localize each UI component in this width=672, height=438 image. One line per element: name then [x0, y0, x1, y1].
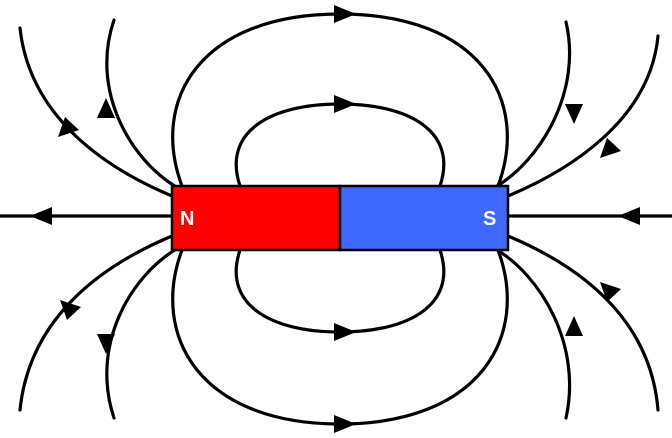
arrow-north-upper-inner	[97, 98, 115, 118]
inner-loop-bottom	[234, 248, 446, 334]
arrow-south-lower-outer	[600, 282, 621, 302]
arrow-south-upper-outer	[600, 138, 621, 158]
south-field-line-lower-outer	[506, 234, 660, 412]
arrow-north-lower-inner	[97, 334, 115, 354]
south-pole-block	[338, 184, 510, 252]
south-field-line-upper-inner	[492, 20, 572, 190]
north-pole-block	[170, 184, 342, 252]
arrow-inner-loop-top	[334, 95, 356, 113]
north-field-line-upper-inner	[105, 18, 180, 190]
north-pole-label: N	[180, 208, 194, 230]
south-pole-label: S	[483, 208, 496, 230]
south-field-line-lower-inner	[492, 246, 572, 420]
arrow-inner-loop-bottom	[334, 323, 356, 341]
arrow-north-upper-outer	[58, 117, 79, 137]
arrow-south-upper-inner	[565, 104, 583, 124]
north-field-line-upper-outer	[18, 26, 174, 198]
arrow-outer-loop-top	[334, 5, 356, 23]
arrow-north-lower-outer	[60, 300, 81, 320]
arrow-axis-right	[618, 207, 640, 225]
arrow-outer-loop-bottom	[334, 415, 356, 433]
arrow-axis-left	[30, 207, 52, 225]
north-field-line-lower-inner	[105, 246, 180, 420]
south-field-line-upper-outer	[506, 34, 660, 198]
arrow-south-lower-inner	[565, 316, 583, 336]
north-field-line-lower-outer	[18, 234, 174, 412]
inner-loop-top	[234, 102, 446, 188]
